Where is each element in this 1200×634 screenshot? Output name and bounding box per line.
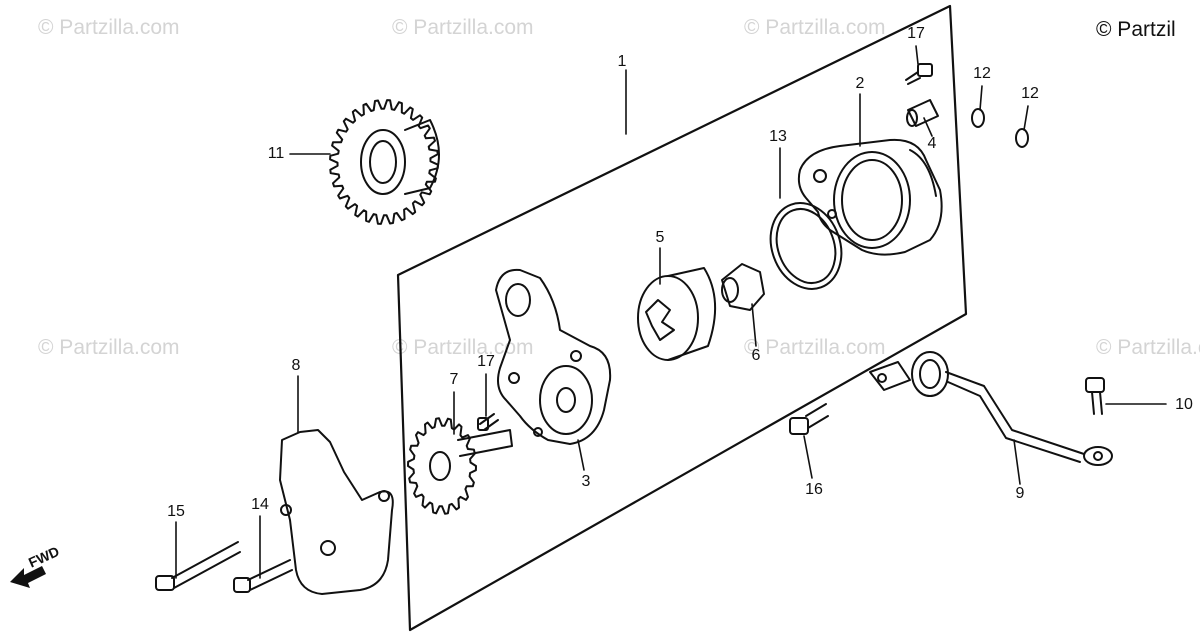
leader-17a (915, 45, 919, 65)
callout-3[interactable]: 3 (581, 473, 591, 490)
leader-16 (803, 435, 813, 479)
bolt-part-17-upper (905, 63, 933, 85)
washer-part-12-b (1015, 128, 1029, 148)
leader-3 (577, 439, 585, 471)
outer-rotor-part-5 (637, 267, 717, 361)
callout-13[interactable]: 13 (769, 128, 787, 145)
callout-15[interactable]: 15 (167, 503, 185, 520)
leader-6 (751, 303, 757, 347)
bolt-part-14 (233, 559, 293, 593)
bolt-part-16 (789, 403, 829, 435)
watermark: © Partzilla.com (38, 336, 180, 359)
callout-6[interactable]: 6 (751, 347, 761, 364)
leader-9 (1013, 439, 1021, 485)
watermark: © Partzilla.com (744, 336, 886, 359)
cover-plate-part-8 (279, 429, 394, 595)
gear-part-11 (329, 99, 440, 225)
callout-5[interactable]: 5 (655, 229, 665, 246)
forward-arrow-icon (10, 566, 46, 588)
callout-12b[interactable]: 12 (1021, 85, 1039, 102)
watermark: © Partzilla.com (38, 16, 180, 39)
watermark: © Partzilla.com (392, 16, 534, 39)
callout-14[interactable]: 14 (251, 496, 269, 513)
callout-11[interactable]: 11 (267, 145, 285, 162)
bolt-part-17-lower (477, 413, 499, 431)
inner-rotor-part-6 (721, 263, 765, 311)
callout-7[interactable]: 7 (449, 371, 459, 388)
o-ring-part-13 (769, 202, 843, 290)
callout-9[interactable]: 9 (1015, 485, 1025, 502)
oil-pipe-part-9 (869, 351, 1113, 466)
leader-12a (979, 85, 983, 111)
copyright-notice: © Partzil (1096, 18, 1176, 41)
callout-2[interactable]: 2 (855, 75, 865, 92)
pump-body-part-3 (495, 268, 612, 445)
callout-4[interactable]: 4 (927, 135, 937, 152)
callout-10[interactable]: 10 (1175, 396, 1193, 413)
callout-17a[interactable]: 17 (907, 25, 925, 42)
gear-part-7 (407, 417, 513, 515)
washer-part-12-a (971, 108, 985, 128)
watermark: © Partzilla.com (392, 336, 534, 359)
watermark: © Partzilla.com (744, 16, 886, 39)
callout-16[interactable]: 16 (805, 481, 823, 498)
bolt-part-10 (1085, 377, 1105, 415)
leader-4 (923, 117, 933, 137)
bolt-part-15 (155, 541, 241, 591)
pump-cover-part-2 (797, 138, 943, 256)
callout-17b[interactable]: 17 (477, 353, 495, 370)
dowel-pin-part-4 (906, 99, 939, 127)
assembly-outline (396, 4, 968, 632)
o-ring-part-13-inner (775, 208, 837, 284)
callout-12a[interactable]: 12 (973, 65, 991, 82)
callout-1[interactable]: 1 (617, 53, 627, 70)
callout-8[interactable]: 8 (291, 357, 301, 374)
leader-12b (1023, 105, 1029, 131)
watermark: © Partzilla.com (1096, 336, 1200, 359)
leader-lines (175, 45, 1167, 579)
